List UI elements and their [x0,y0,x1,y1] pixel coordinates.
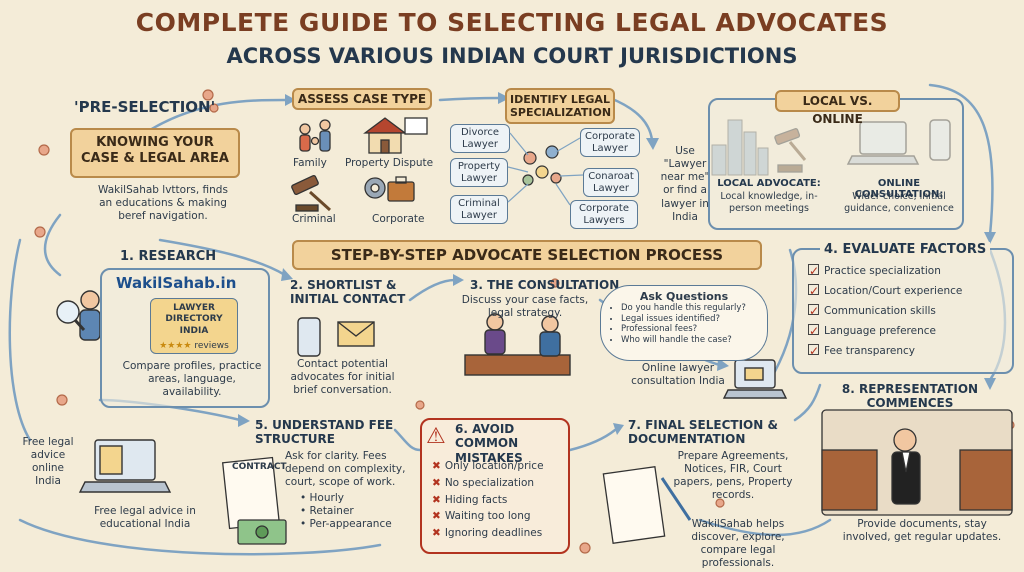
wakilsahab-note: WakilSahab helps discover, explore, comp… [691,518,785,570]
question-item: Professional fees? [621,324,767,335]
warning-icon: ⚠ [426,424,446,449]
question-item: Legal issues identified? [621,314,767,325]
research-title: 1. RESEARCH [120,249,217,264]
consultation-text: Discuss your case facts, legal strategy. [461,294,589,320]
spec-corporate-2: Conaroat Lawyer [583,168,639,197]
representation-title: 8. REPRESENTATION COMMENCES [841,382,979,411]
pre-selection-label: 'PRE-SELECTION' [74,98,216,116]
mistake-item: ✖Hiding facts [432,493,508,506]
case-type-family: Family [293,157,327,169]
stars-icon: ★★★★ [159,340,192,351]
free-advice-educational: Free legal advice in educational India [94,505,196,531]
fee-title: 5. UNDERSTAND FEE STRUCTURE [255,418,394,447]
local-online-panel [708,98,964,230]
final-text: Prepare Agreements, Notices, FIR, Court … [673,450,793,502]
evaluate-title: 4. EVALUATE FACTORS [820,242,991,257]
spec-divorce: Divorce Lawyer [450,124,510,153]
spec-criminal: Criminal Lawyer [450,195,508,224]
thumbs-down-icon: ✖ [432,510,441,523]
mistakes-title: 6. AVOID COMMON MISTAKES [455,422,523,465]
pre-selection-text: WakilSahab lvttors, finds an educations … [98,184,228,223]
reviews-row: ★★★★ reviews [151,339,237,352]
fee-type: • Hourly [300,492,344,504]
case-type-criminal: Criminal [292,213,336,225]
factor-item: Practice specialization [808,260,962,283]
mistakes-list: ✖Only location/price ✖No specialization … [432,458,544,542]
evaluate-list: Practice specialization Location/Court e… [808,260,962,363]
factor-item: Location/Court experience [808,280,962,303]
lawyer-near-me-note: Use "Lawyer near me" or find a lawyer in… [660,145,710,223]
shortlist-title: 2. SHORTLIST & INITIAL CONTACT [290,278,406,307]
page-title: COMPLETE GUIDE TO SELECTING LEGAL ADVOCA… [135,8,889,37]
ask-questions-title: Ask Questions [639,290,729,303]
local-advocate-title: LOCAL ADVOCATE: [717,178,821,189]
factor-item: Communication skills [808,300,962,323]
fee-type: • Retainer [300,505,354,518]
fee-types: • Hourly • Retainer • Per-appearance [300,492,392,531]
free-advice-online: Free legal advice online India [22,436,74,488]
shortlist-text: Contact potential advocates for initial … [290,358,395,397]
mistakes-panel [420,418,570,554]
contract-label: CONTRACT [232,462,287,472]
case-type-property: Property Dispute [345,157,434,169]
local-advocate-text: Local knowledge, in-person meetings [720,191,818,214]
spec-corporate-3: Corporate Lawyers [570,200,638,229]
page-subtitle: ACROSS VARIOUS INDIAN COURT JURISDICTION… [226,44,798,68]
questions-list: Do you handle this regularly? Legal issu… [601,303,767,346]
fee-type: • Per-appearance [300,518,392,531]
mistake-item: ✖Ignoring deadlines [432,527,543,540]
specialization-banner: IDENTIFY LEGAL SPECIALIZATION [505,88,615,124]
thumbs-down-icon: ✖ [432,493,441,506]
mistake-item: ✖No specialization [432,476,535,489]
final-title: 7. FINAL SELECTION & DOCUMENTATION [628,418,778,447]
question-item: Do you handle this regularly? [621,303,767,314]
assess-case-banner: ASSESS CASE TYPE [292,88,432,110]
mistake-item: ✖Waiting too long [432,510,531,523]
representation-text: Provide documents, stay involved, get re… [842,518,1002,544]
directory-label: LAWYER DIRECTORY INDIA [165,303,223,336]
research-text: Compare profiles, practice areas, langua… [122,360,262,399]
process-banner: STEP-BY-STEP ADVOCATE SELECTION PROCESS [292,240,762,270]
factor-item: Language preference [808,320,962,343]
reviews-label: reviews [194,340,229,351]
online-consultation-title: ONLINE CONSULTATION: [854,178,944,200]
mistake-item: ✖Only location/price [432,460,544,472]
spec-corporate-1: Corporate Lawyer [580,128,640,157]
thumbs-down-icon: ✖ [432,460,441,472]
consultation-title: 3. THE CONSULTATION [470,278,620,292]
knowing-case-banner: KNOWING YOUR CASE & LEGAL AREA [70,128,240,178]
thumbs-down-icon: ✖ [432,476,441,489]
question-item: Who will handle the case? [621,335,767,346]
evaluate-panel [792,248,1014,374]
factor-item: Fee transparency [808,340,962,363]
thumbs-down-icon: ✖ [432,527,441,540]
online-consultation-text: Wider choice, initial guidance, convenie… [844,191,954,214]
ask-questions-bubble: Ask Questions Do you handle this regular… [600,285,768,361]
case-type-corporate: Corporate [372,213,425,225]
brand-wakilsahab: WakilSahab.in [116,274,237,292]
spec-property: Property Lawyer [450,158,508,187]
fee-text: Ask for clarity. Fees depend on complexi… [285,450,406,489]
online-consultation-note: Online lawyer consultation India [631,362,725,388]
lawyer-directory-card: LAWYER DIRECTORY INDIA ★★★★ reviews [150,298,238,354]
local-online-banner: LOCAL VS. ONLINE [775,90,900,126]
